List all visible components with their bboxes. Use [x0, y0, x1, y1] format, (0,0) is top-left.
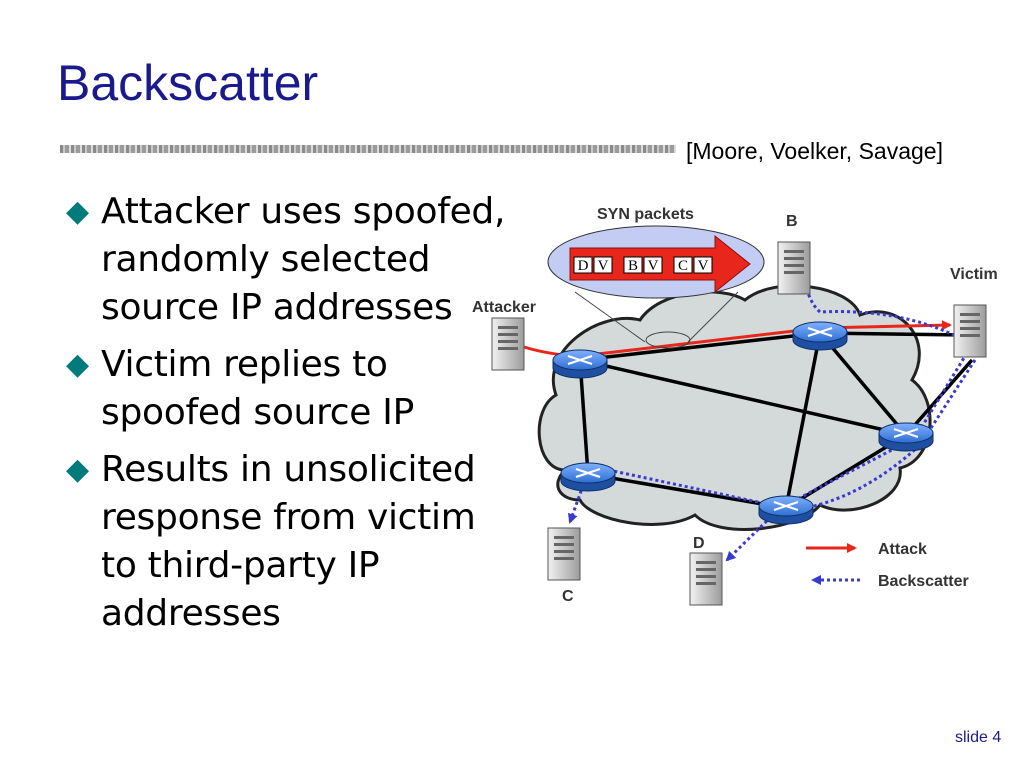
packet-cv: C V [673, 256, 713, 274]
bullet-item: ◆ Attacker uses spoofed, randomly select… [66, 188, 506, 332]
router-icon [878, 422, 934, 452]
bullet-text: Attacker uses spoofed, randomly selected… [101, 191, 506, 328]
node-b-label: B [786, 213, 798, 230]
packet-src-label: V [648, 258, 659, 274]
packet-dv: D V [573, 256, 613, 274]
node-c-label: C [562, 588, 574, 605]
diamond-bullet-icon: ◆ [66, 194, 89, 229]
packet-bv: B V [623, 256, 663, 274]
server-icon [491, 317, 525, 371]
backscatter-legend-label: Backscatter [878, 573, 969, 590]
server-icon [953, 304, 987, 358]
bullet-item: ◆ Results in unsolicited response from v… [66, 446, 506, 638]
slide-number: slide 4 [955, 729, 1002, 746]
packet-src-label: V [698, 258, 709, 274]
server-icon [547, 527, 581, 581]
syn-packets-label: SYN packets [597, 206, 694, 223]
syn-packet-callout: D V B V C V SYN packets [547, 206, 765, 349]
victim-label: Victim [950, 266, 998, 283]
router-icon [792, 321, 848, 351]
node-d-label: D [693, 535, 705, 552]
citation: [Moore, Voelker, Savage] [686, 138, 943, 164]
packet-src-label: V [598, 258, 609, 274]
packet-dst-label: B [628, 258, 638, 274]
slide-title: Backscatter [57, 55, 319, 111]
network-cloud [537, 284, 932, 531]
server-icon [777, 241, 811, 295]
server-icon [689, 552, 723, 606]
title-divider [60, 145, 676, 153]
bullet-text: Victim replies to spoofed source IP [101, 344, 414, 433]
router-icon [758, 495, 814, 525]
packet-dst-label: C [678, 258, 688, 274]
bullet-list: ◆ Attacker uses spoofed, randomly select… [66, 188, 506, 647]
bullet-item: ◆ Victim replies to spoofed source IP [66, 341, 506, 437]
network-links [578, 331, 974, 510]
attacker-label: Attacker [472, 299, 536, 316]
diamond-bullet-icon: ◆ [66, 452, 89, 487]
packet-dst-label: D [578, 258, 589, 274]
router-icon [552, 349, 608, 379]
router-icon [560, 462, 616, 492]
bullet-text: Results in unsolicited response from vic… [101, 449, 476, 634]
legend: Attack Backscatter [806, 541, 969, 590]
attack-legend-label: Attack [878, 541, 927, 558]
diamond-bullet-icon: ◆ [66, 347, 89, 382]
